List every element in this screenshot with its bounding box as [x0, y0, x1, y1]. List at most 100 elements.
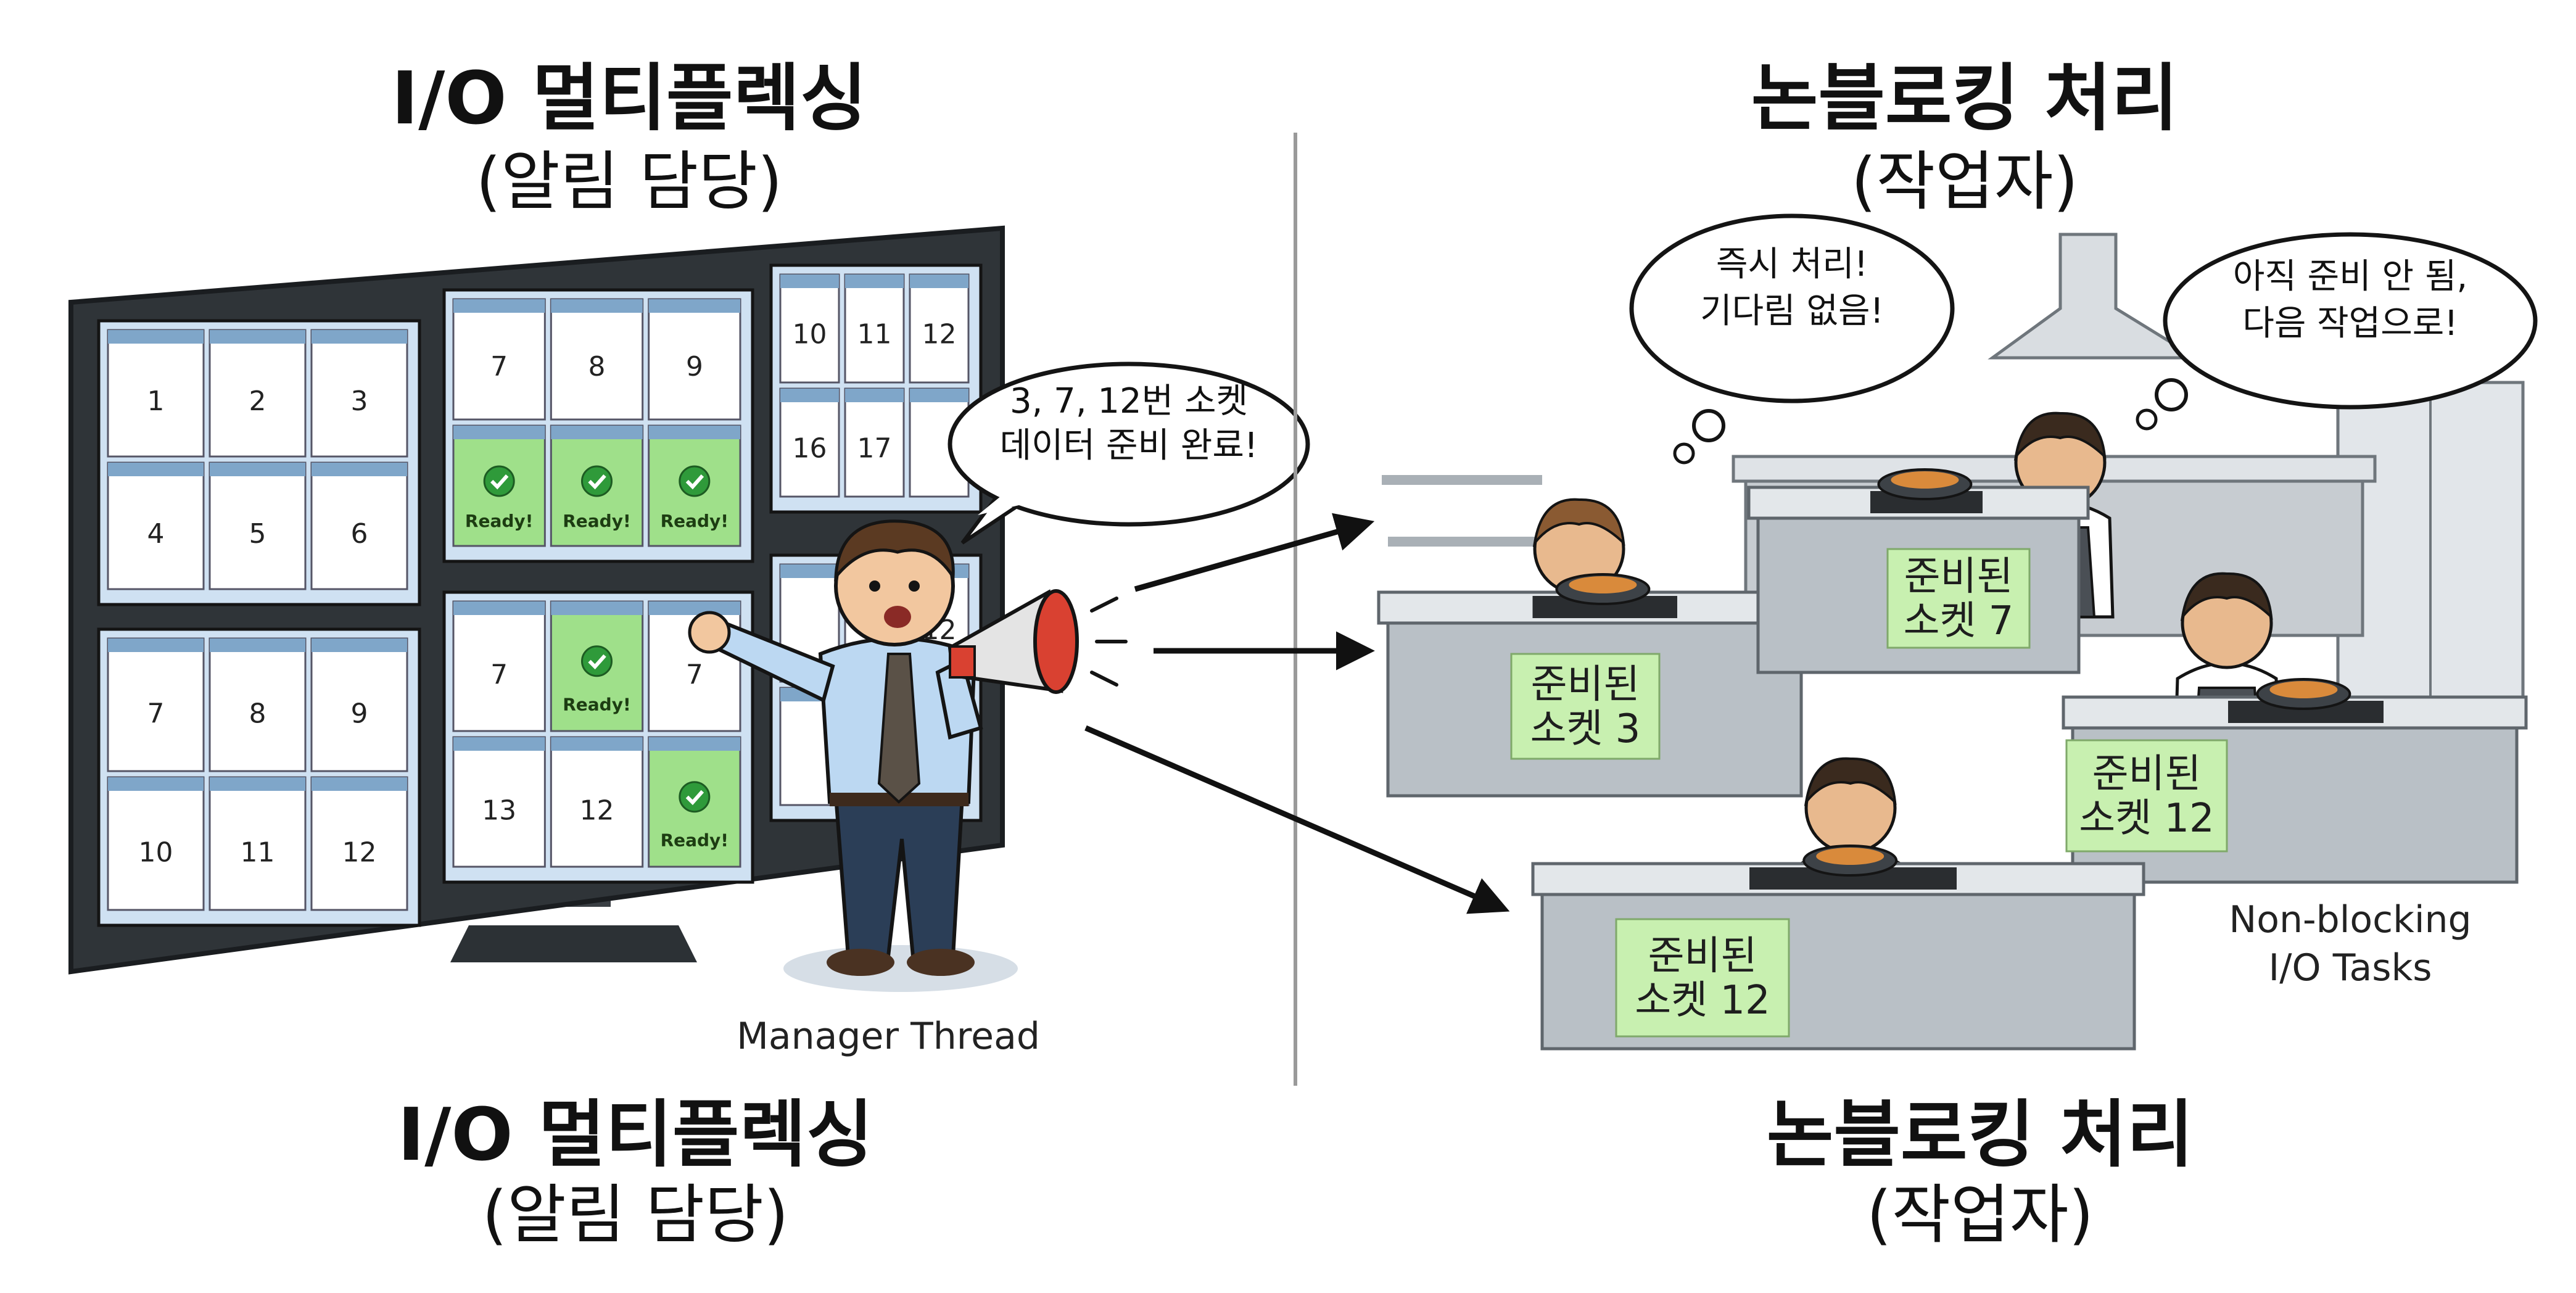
socket-cell: 1 — [107, 329, 205, 458]
socket-cell: 10 — [107, 776, 205, 911]
right-subtitle-bottom: (작업자) — [1867, 1177, 2094, 1252]
socket-cell: 9 — [310, 637, 408, 772]
manager-eye-right — [909, 580, 920, 592]
dispatch-arrows — [1084, 513, 1510, 914]
socket-cell: 7 — [452, 600, 546, 732]
check-icon — [581, 465, 613, 497]
socket-number: 7 — [686, 659, 703, 690]
megaphone-sound-lines — [1090, 597, 1128, 687]
ready-label: Ready! — [465, 511, 534, 531]
socket-number: 10 — [793, 319, 827, 350]
socket-cell-ready: Ready! — [648, 424, 741, 547]
left-subtitle-top: (알림 담당) — [476, 144, 783, 219]
socket-cell: 2 — [208, 329, 307, 458]
left-subtitle-bottom: (알림 담당) — [482, 1177, 789, 1252]
monitor-screen-4: 7 8 9 10 11 12 — [97, 627, 421, 927]
check-icon — [679, 781, 711, 813]
socket-cell: 6 — [310, 461, 408, 590]
worker-hair — [2013, 411, 2107, 461]
socket-number: 7 — [490, 659, 508, 690]
arrow-to-socket-3 — [1134, 513, 1375, 592]
manager-shoe-left — [827, 949, 894, 976]
left-title-bottom: I/O 멀티플렉싱 — [397, 1092, 873, 1177]
socket-cell: 13 — [452, 736, 546, 868]
socket-number: 9 — [686, 351, 703, 382]
socket-cell-ready: Ready! — [550, 424, 644, 547]
ready-label: Ready! — [563, 511, 631, 531]
socket-number: 8 — [588, 351, 606, 382]
socket-number: 3 — [351, 386, 368, 417]
right-panel: 논블로킹 처리 (작업자) 즉시 처리!기다림 없음! 아직 준비 안 됨,다음… — [1377, 56, 2538, 1252]
ready-label: Ready! — [661, 830, 729, 850]
manager-hair — [834, 519, 955, 582]
right-title-bottom: 논블로킹 처리 — [1767, 1092, 2194, 1177]
socket-number: 16 — [793, 433, 827, 465]
arrow-to-socket-12 — [1084, 725, 1510, 914]
socket-cell: 8 — [550, 298, 644, 421]
worker-bubble-2-text: 아직 준비 안 됨,다음 작업으로! — [2233, 257, 2467, 344]
manager-mouth — [884, 606, 911, 628]
megaphone-bell — [1033, 589, 1079, 694]
socket-number: 12 — [342, 837, 377, 868]
ready-label: Ready! — [661, 511, 729, 531]
socket-cell: 7 — [107, 637, 205, 772]
socket-cell-ready: Ready! — [452, 424, 546, 547]
socket-cell-ready: Ready! — [550, 600, 644, 732]
left-title-top: I/O 멀티플렉싱 — [391, 56, 867, 141]
socket-cell-ready: Ready! — [648, 736, 741, 868]
socket-number: 8 — [249, 698, 266, 729]
manager-tie — [877, 653, 921, 804]
socket-cell: 9 — [648, 298, 741, 421]
socket-number: 10 — [139, 837, 173, 868]
food-icon — [1816, 848, 1885, 865]
manager-caption: Manager Thread — [737, 1015, 1040, 1058]
socket-cell: 5 — [208, 461, 307, 590]
socket-cell — [909, 387, 970, 498]
monitor-screen-3: 10 11 12 16 17 — [769, 263, 983, 514]
wall-shelf — [1382, 475, 1542, 485]
socket-cell: 11 — [208, 776, 307, 911]
socket-number: 2 — [249, 386, 266, 417]
manager-shoe-right — [907, 949, 975, 976]
check-icon — [679, 465, 711, 497]
manager-legs — [833, 794, 965, 958]
socket-number: 12 — [922, 319, 957, 350]
socket-number: 17 — [857, 433, 892, 465]
socket-number: 13 — [482, 795, 516, 826]
socket-number: 11 — [241, 837, 275, 868]
socket-cell: 12 — [909, 273, 970, 384]
range-hood — [1988, 233, 2202, 360]
megaphone-red-band — [949, 645, 976, 679]
socket-number: 12 — [580, 795, 614, 826]
right-title-top: 논블로킹 처리 — [1751, 56, 2178, 141]
socket-number: 11 — [857, 319, 892, 350]
manager-shadow — [783, 945, 1018, 992]
socket-cell: 4 — [107, 461, 205, 590]
worker-hair — [1532, 498, 1625, 548]
socket-number: 4 — [147, 518, 165, 550]
manager-eye-left — [869, 580, 880, 592]
socket-number: 7 — [147, 698, 165, 729]
check-icon — [483, 465, 515, 497]
worker-thought-bubble-1: 즉시 처리!기다림 없음! — [1629, 213, 1955, 465]
socket-cell: 8 — [208, 637, 307, 772]
food-icon — [1891, 471, 1959, 489]
socket-number: 7 — [490, 351, 508, 382]
socket-cell: 12 — [310, 776, 408, 911]
